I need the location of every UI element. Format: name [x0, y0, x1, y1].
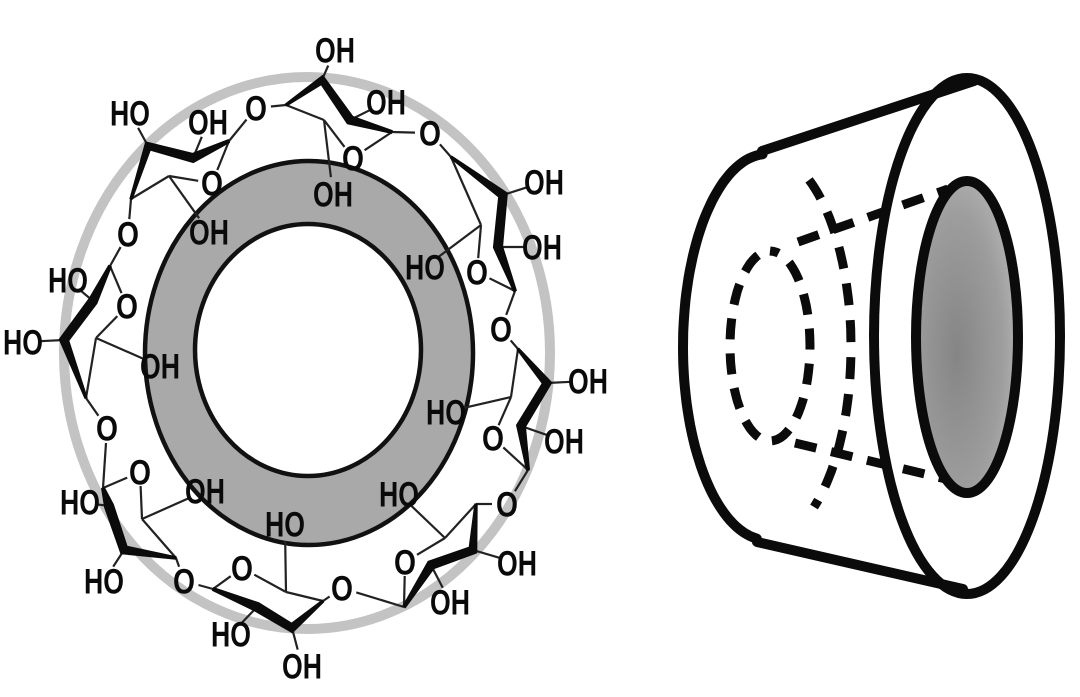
svg-text:HO: HO [211, 616, 251, 655]
svg-text:OH: OH [497, 545, 537, 584]
svg-text:OH: OH [524, 164, 564, 203]
svg-text:O: O [129, 454, 151, 493]
svg-text:O: O [201, 165, 223, 204]
svg-text:OH: OH [522, 229, 562, 268]
svg-text:O: O [331, 570, 353, 609]
svg-text:O: O [173, 563, 195, 602]
svg-text:O: O [245, 90, 267, 129]
svg-text:O: O [116, 288, 138, 327]
svg-text:OH: OH [189, 214, 229, 253]
svg-text:HO: HO [110, 95, 150, 134]
svg-text:HO: HO [265, 506, 305, 545]
svg-text:HO: HO [60, 484, 100, 523]
svg-text:OH: OH [568, 363, 608, 402]
svg-text:O: O [496, 486, 518, 525]
svg-text:OH: OH [185, 473, 225, 512]
svg-text:O: O [394, 544, 416, 583]
svg-text:OH: OH [315, 32, 355, 71]
svg-text:O: O [466, 254, 488, 293]
svg-text:O: O [117, 216, 139, 255]
svg-text:OH: OH [366, 84, 406, 123]
svg-text:OH: OH [140, 348, 180, 387]
svg-text:O: O [231, 550, 253, 589]
svg-text:O: O [96, 410, 118, 449]
svg-text:OH: OH [282, 648, 322, 687]
svg-text:HO: HO [48, 262, 88, 301]
svg-text:OH: OH [544, 423, 584, 462]
svg-text:O: O [490, 311, 512, 350]
svg-text:O: O [419, 115, 441, 154]
svg-text:HO: HO [405, 249, 445, 288]
svg-text:HO: HO [3, 324, 43, 363]
svg-text:OH: OH [313, 176, 353, 215]
svg-text:HO: HO [84, 563, 124, 602]
svg-text:O: O [342, 140, 364, 179]
svg-text:O: O [482, 420, 504, 459]
svg-text:HO: HO [426, 394, 466, 433]
svg-text:HO: HO [379, 476, 419, 515]
svg-text:OH: OH [430, 584, 470, 623]
svg-text:OH: OH [188, 104, 228, 143]
